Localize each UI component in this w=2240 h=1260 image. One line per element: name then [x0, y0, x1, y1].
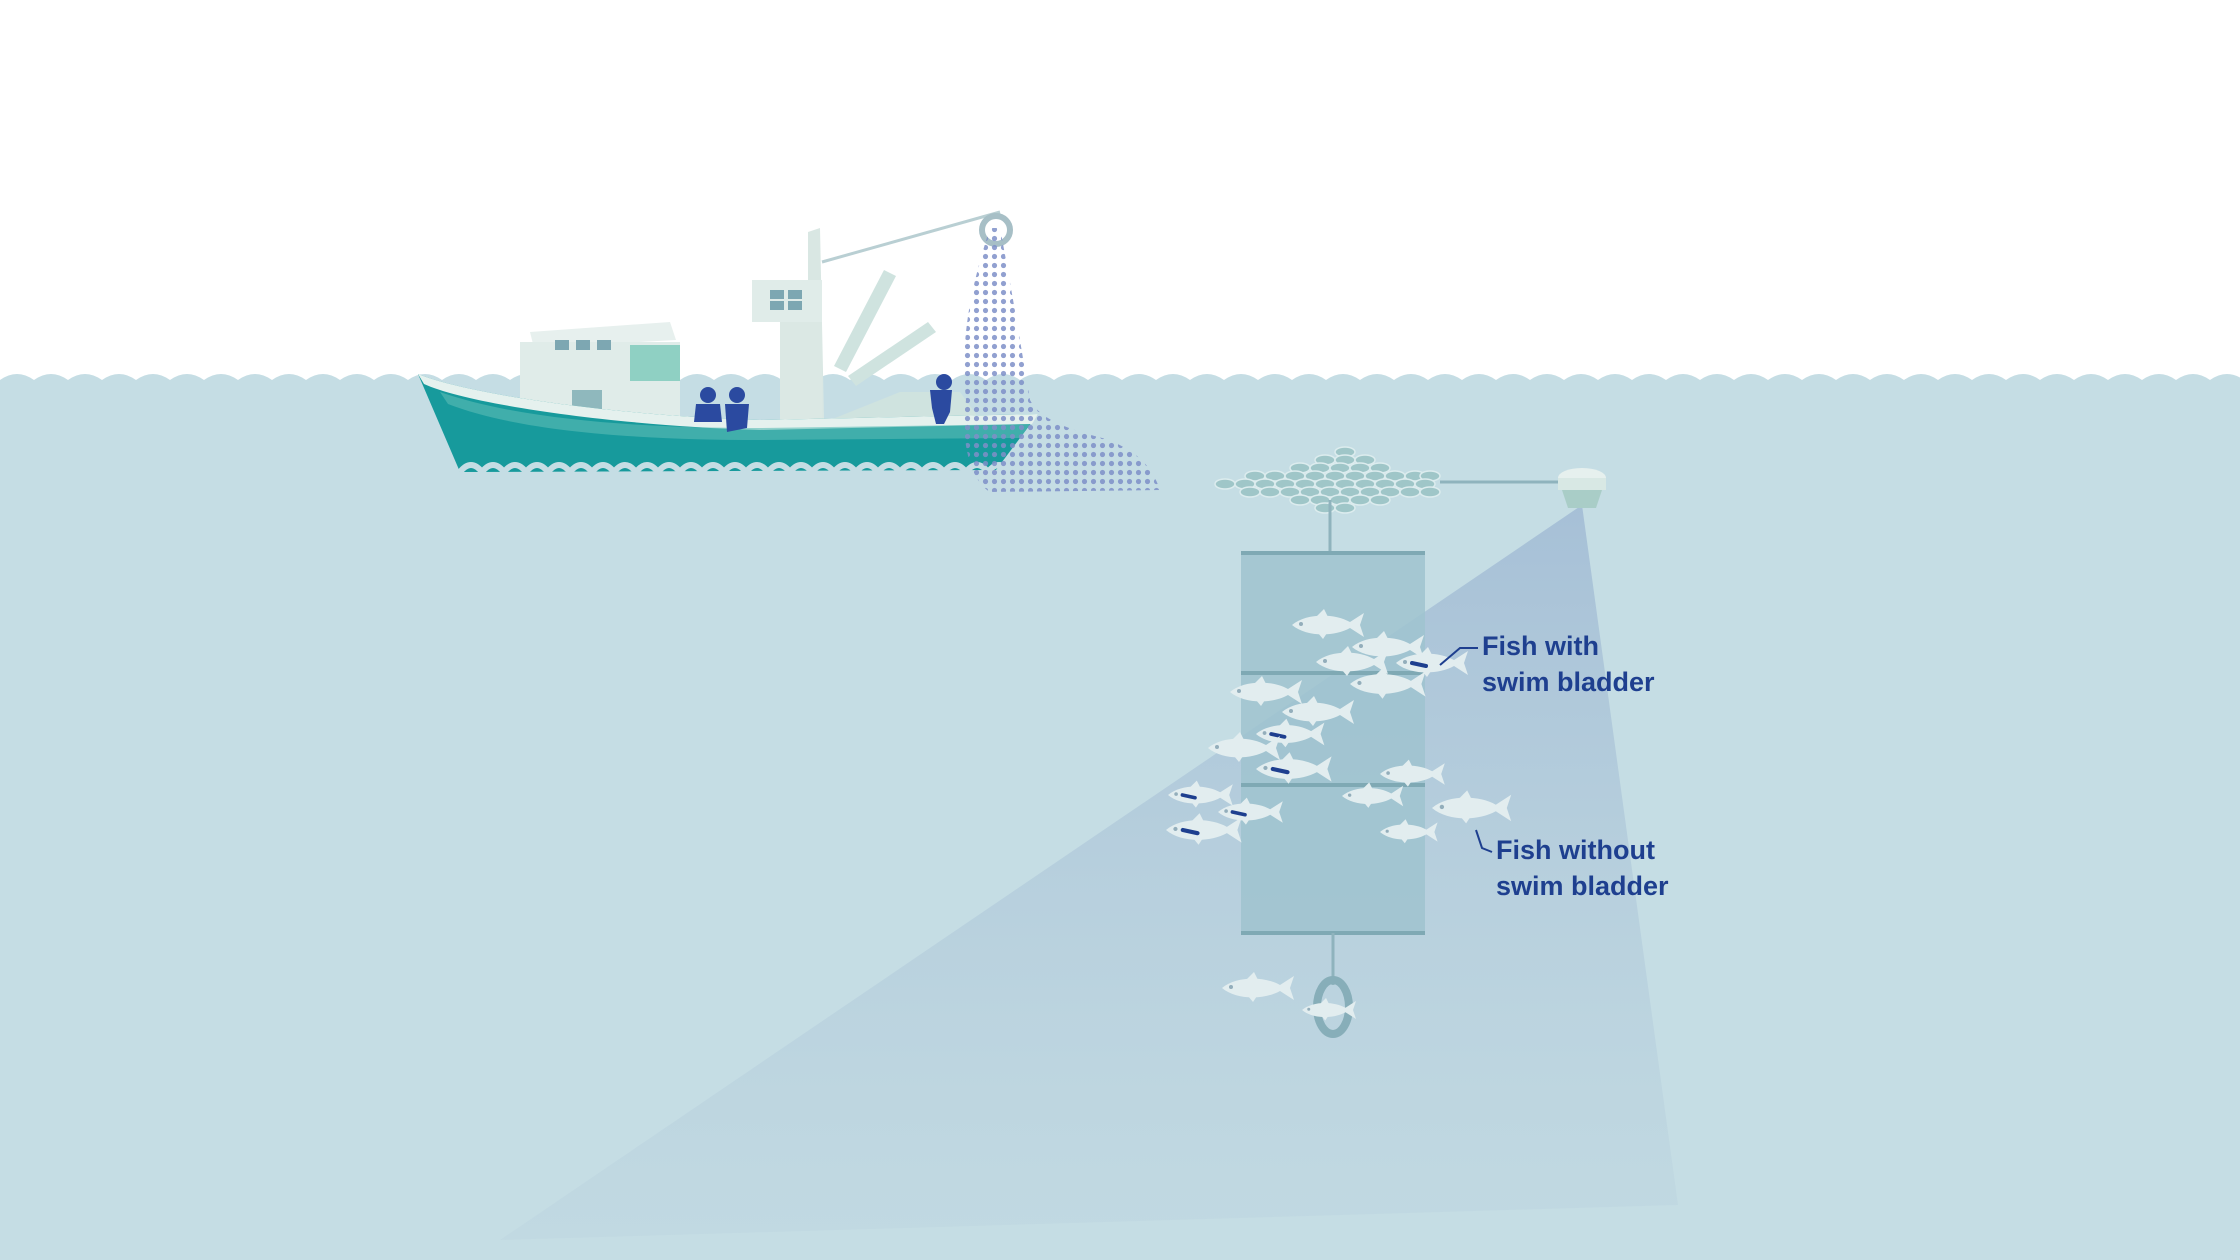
label-fish-without-line2: swim bladder — [1496, 871, 1669, 901]
sonar-buoy-icon — [1558, 468, 1606, 508]
label-fish-without-line1: Fish without — [1496, 835, 1655, 865]
label-fish-with-line1: Fish with — [1482, 631, 1599, 661]
label-fish-with-line2: swim bladder — [1482, 667, 1655, 697]
label-fish-with-swim-bladder: Fish with swim bladder — [1482, 628, 1655, 700]
label-leader-without — [1475, 829, 1493, 853]
fishing-boat-icon — [418, 210, 1038, 477]
crew-members — [694, 374, 952, 432]
purse-net-icon — [964, 228, 1160, 492]
sky — [0, 0, 2240, 390]
label-leader-with — [1439, 647, 1478, 666]
label-fish-without-swim-bladder: Fish without swim bladder — [1496, 832, 1669, 904]
fish-school — [1166, 609, 1512, 1021]
